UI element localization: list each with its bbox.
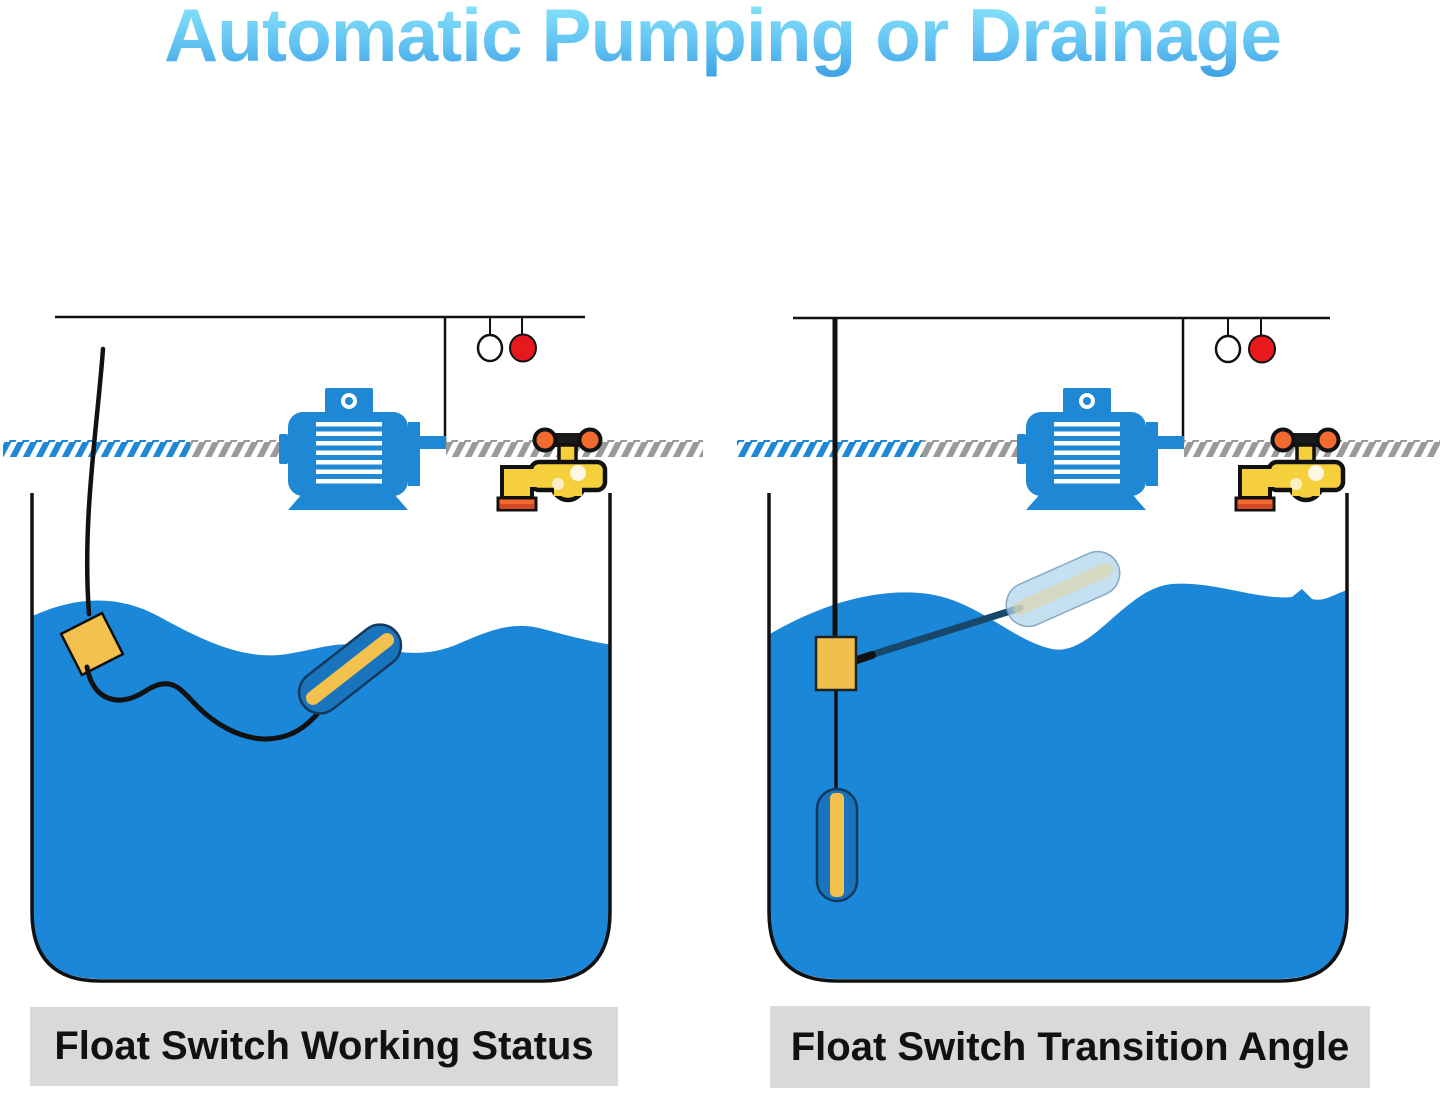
panel-transition-angle: [737, 316, 1440, 983]
page-title: Automatic Pumping or Drainage: [0, 0, 1445, 77]
indicator-light-white-icon: [1214, 334, 1242, 364]
indicator-light-white-icon: [476, 333, 504, 363]
float-cable: [84, 346, 106, 617]
indicator-light-red-icon: [509, 333, 537, 363]
wall-hatch-blue: [737, 440, 922, 457]
water: [770, 583, 1346, 979]
tank-walls: [767, 493, 1349, 983]
float-switch-pill-icon: [297, 623, 403, 715]
panel-caption-working-status: Float Switch Working Status: [30, 1007, 618, 1086]
indicator-light-red-icon: [1248, 334, 1276, 364]
wall-hatch-gray: [190, 440, 287, 457]
float-switch-vertical-icon: [815, 787, 859, 903]
float-switch-square-icon: [59, 611, 125, 677]
tank-walls: [30, 493, 612, 983]
panel-caption-transition-angle: Float Switch Transition Angle: [770, 1006, 1370, 1088]
float-cable: [84, 664, 323, 742]
wall-hatch-gray: [922, 440, 1024, 457]
motor-icon: [279, 388, 446, 510]
water: [33, 600, 609, 979]
motor-icon: [1017, 388, 1184, 510]
wall-hatch-blue: [3, 440, 190, 457]
transition-rod: [848, 604, 1024, 665]
mounting-bracket: [814, 635, 858, 692]
float-switch-ghost-icon: [1005, 550, 1121, 628]
panel-working-status: [3, 315, 703, 983]
